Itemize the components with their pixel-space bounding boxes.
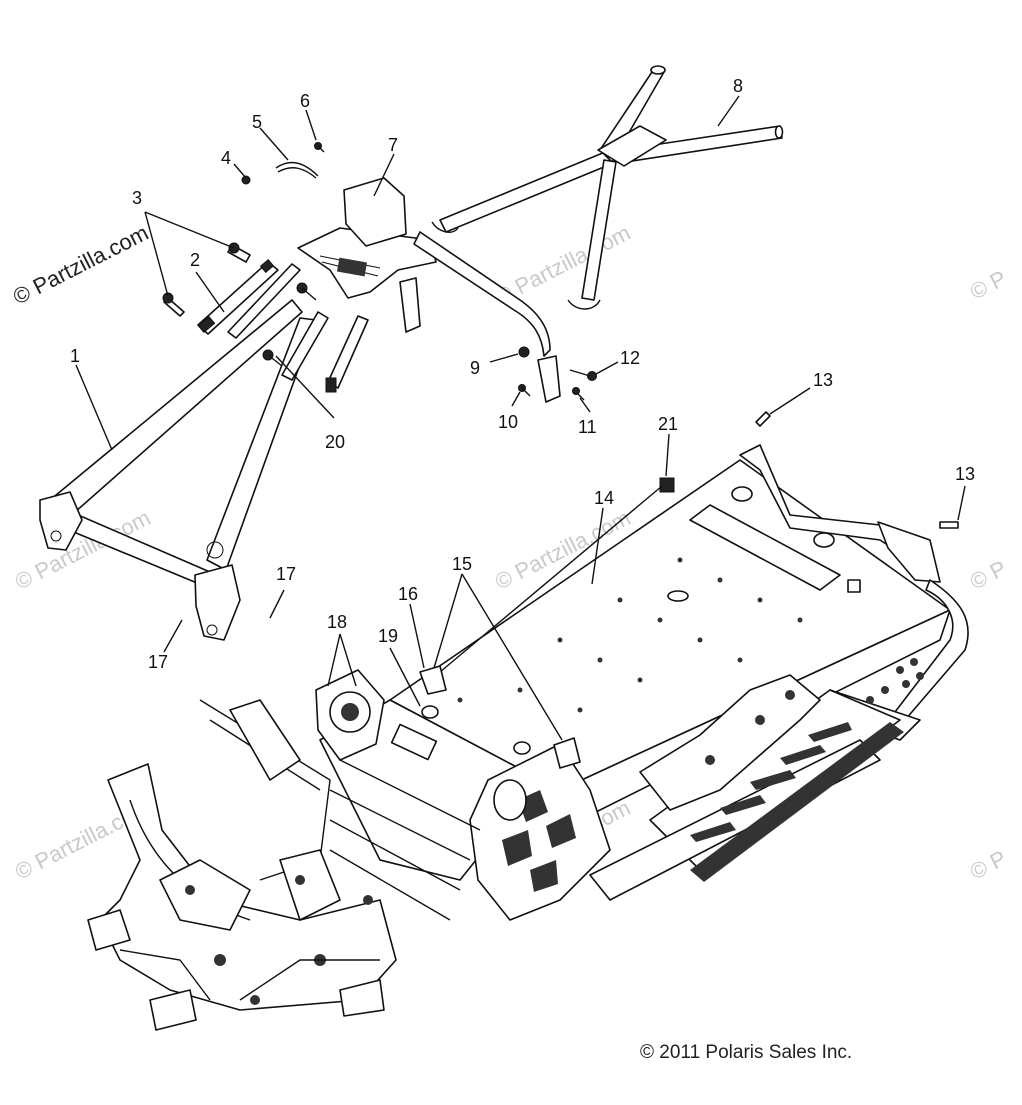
callout-2: 2 bbox=[190, 250, 200, 270]
callout-4: 4 bbox=[221, 148, 231, 168]
callout-16: 16 bbox=[398, 584, 418, 604]
callout-17: 17 bbox=[276, 564, 296, 584]
part-2-linkage bbox=[197, 259, 369, 393]
copyright-notice: © 2011 Polaris Sales Inc. bbox=[640, 1042, 852, 1063]
part-21-clip bbox=[659, 477, 675, 493]
callout-7: 7 bbox=[388, 135, 398, 155]
part-13-bolts bbox=[755, 411, 959, 529]
part-7-steering-bracket bbox=[297, 177, 561, 403]
callout-17-b: 17 bbox=[148, 652, 168, 672]
callout-18: 18 bbox=[327, 612, 347, 632]
part-8-y-frame bbox=[431, 65, 784, 310]
callout-14: 14 bbox=[594, 488, 614, 508]
callout-10: 10 bbox=[498, 412, 518, 432]
part-3-bolts bbox=[162, 242, 317, 367]
callout-1: 1 bbox=[70, 346, 80, 366]
watermark-corner: © P bbox=[966, 845, 1010, 884]
chassis-tunnel bbox=[87, 444, 969, 1031]
callout-8: 8 bbox=[733, 76, 743, 96]
callout-19: 19 bbox=[378, 626, 398, 646]
callout-21: 21 bbox=[658, 414, 678, 434]
callout-15: 15 bbox=[452, 554, 472, 574]
callout-6: 6 bbox=[300, 91, 310, 111]
callout-20: 20 bbox=[325, 432, 345, 452]
callouts: 1 2 3 4 5 6 7 8 9 10 11 12 13 13 14 15 1… bbox=[70, 76, 975, 672]
callout-9: 9 bbox=[470, 358, 480, 378]
callout-12: 12 bbox=[620, 348, 640, 368]
watermark-main: © Partzilla.com bbox=[9, 220, 152, 310]
parts-9-12-hardware bbox=[518, 346, 597, 401]
callout-11: 11 bbox=[578, 417, 597, 437]
watermark-corner: © P bbox=[966, 265, 1010, 304]
callout-3: 3 bbox=[132, 188, 142, 208]
callout-13: 13 bbox=[813, 370, 833, 390]
leader-lines bbox=[75, 95, 966, 741]
callout-5: 5 bbox=[252, 112, 262, 132]
watermark-corner: © P bbox=[966, 555, 1010, 594]
part-steering-strut-assembly bbox=[39, 263, 329, 641]
parts-4-5-6-hardware bbox=[241, 142, 325, 185]
callout-13-b: 13 bbox=[955, 464, 975, 484]
